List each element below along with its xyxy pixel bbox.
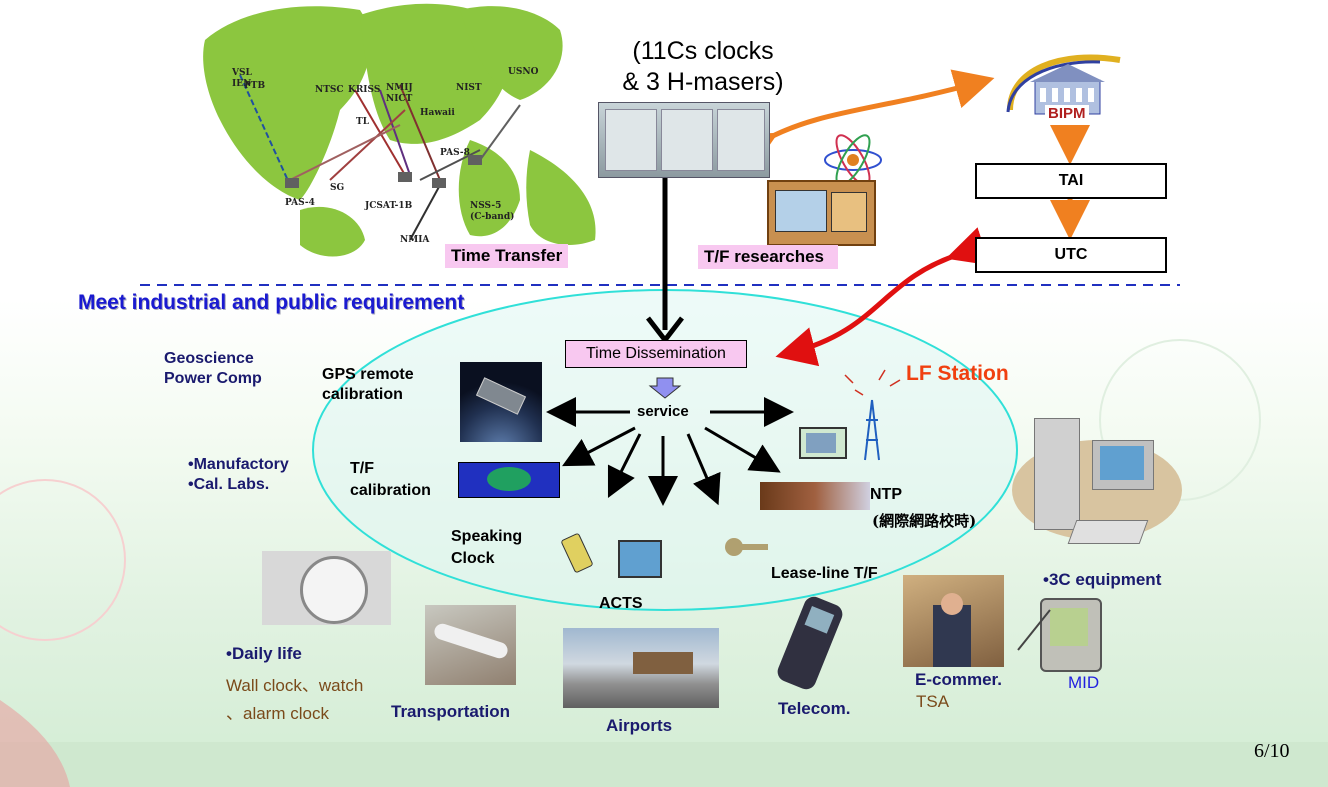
ecommerce-image xyxy=(903,575,1004,667)
map-label-ien: IEN xyxy=(232,79,251,89)
map-label-tl: TL xyxy=(356,117,370,127)
label-cal-labs: •Cal. Labs. xyxy=(188,476,270,493)
label-tsa: TSA xyxy=(916,692,950,711)
map-label-pas4: PAS-4 xyxy=(285,198,315,208)
wall-clock-image xyxy=(262,551,391,625)
map-label-kriss: KRISS xyxy=(348,85,380,95)
label-gps-remote: GPS remote xyxy=(322,366,414,383)
label-lease-line: Lease-line T/F xyxy=(771,565,878,582)
map-label-ptb: PTB xyxy=(244,81,265,91)
clocks-title-line1: (11Cs clocks xyxy=(632,37,774,65)
clocks-title-line2: & 3 H-masers) xyxy=(622,68,784,96)
map-label-nmia: NMIA xyxy=(400,235,430,245)
map-label-ntsc: NTSC xyxy=(315,85,344,95)
map-label-pas8: PAS-8 xyxy=(440,148,470,158)
airport-image xyxy=(563,628,719,708)
label-tf-calibration: calibration xyxy=(350,482,431,499)
label-wall-clock: Wall clock、watch xyxy=(226,676,364,695)
map-label-nist: NIST xyxy=(456,83,482,93)
label-power-comp: Power Comp xyxy=(164,370,262,387)
map-label-vsl: VSL xyxy=(231,68,252,78)
satellite-links xyxy=(239,74,521,241)
section-title: Meet industrial and public requirement xyxy=(78,291,465,314)
label-ntp: NTP xyxy=(870,486,902,503)
keys-image xyxy=(722,532,772,562)
map-label-hawaii: Hawaii xyxy=(420,108,455,118)
label-clock: Clock xyxy=(451,550,495,567)
label-mid: MID xyxy=(1068,673,1100,692)
tai-box: TAI xyxy=(975,163,1167,199)
map-label-cband: (C-band) xyxy=(470,211,514,222)
label-alarm-clock: 、alarm clock xyxy=(226,704,329,723)
dissemination-down-icon xyxy=(648,377,682,399)
bipm-label: BIPM xyxy=(1045,105,1089,122)
atomic-clock-rack-image xyxy=(598,102,770,178)
label-3c-equipment: •3C equipment xyxy=(1043,570,1162,589)
lf-station-label: LF Station xyxy=(906,362,1009,385)
label-speaking: Speaking xyxy=(451,528,523,545)
map-label-sg: SG xyxy=(330,183,344,193)
page-number: 6/10 xyxy=(1254,740,1290,762)
label-gps-calibration: calibration xyxy=(322,386,403,403)
tf-calibration-device-image xyxy=(458,462,560,498)
tai-label: TAI xyxy=(1058,172,1084,189)
bipm-logo: BIPM xyxy=(990,50,1140,130)
clocks-bipm-arrow xyxy=(733,69,995,170)
map-label-nmij: NMIJ xyxy=(386,83,413,93)
label-geoscience: Geoscience xyxy=(164,350,254,367)
train-image xyxy=(425,605,516,685)
gps-satellite-image xyxy=(460,362,542,442)
continents xyxy=(203,3,596,257)
label-transportation: Transportation xyxy=(391,702,511,721)
utc-label: UTC xyxy=(1054,246,1088,263)
map-label-nict: NICT xyxy=(386,94,413,104)
satellite-icons xyxy=(285,155,482,188)
label-tf: T/F xyxy=(350,460,374,477)
acts-computer-image xyxy=(618,540,662,578)
label-ecommer: E-commer. xyxy=(915,670,1002,689)
time-transfer-box: Time Transfer xyxy=(445,244,569,268)
label-airports: Airports xyxy=(606,716,673,735)
label-manufactory: •Manufactory xyxy=(188,456,289,473)
label-telecom: Telecom. xyxy=(778,699,851,718)
service-label: service xyxy=(637,403,689,420)
tf-research-equipment-image xyxy=(767,180,876,246)
label-daily-life: •Daily life xyxy=(226,644,302,663)
label-ntp-cn: (網際網路校時) xyxy=(872,512,977,530)
service-arrows xyxy=(546,397,794,506)
utc-box: UTC xyxy=(975,237,1167,273)
map-label-usno: USNO xyxy=(508,67,539,77)
map-label-jcsat: JCSAT-1B xyxy=(364,201,413,211)
ntp-device-image xyxy=(760,482,870,510)
tf-researches-box: T/F researches xyxy=(698,245,839,269)
time-dissemination-box: Time Dissemination xyxy=(565,340,747,368)
utc-dissemination-arrow xyxy=(775,227,990,367)
label-acts: ACTS xyxy=(599,595,643,612)
desktop-computer-image xyxy=(1012,410,1182,560)
map-label-nss5: NSS-5 xyxy=(470,201,501,211)
